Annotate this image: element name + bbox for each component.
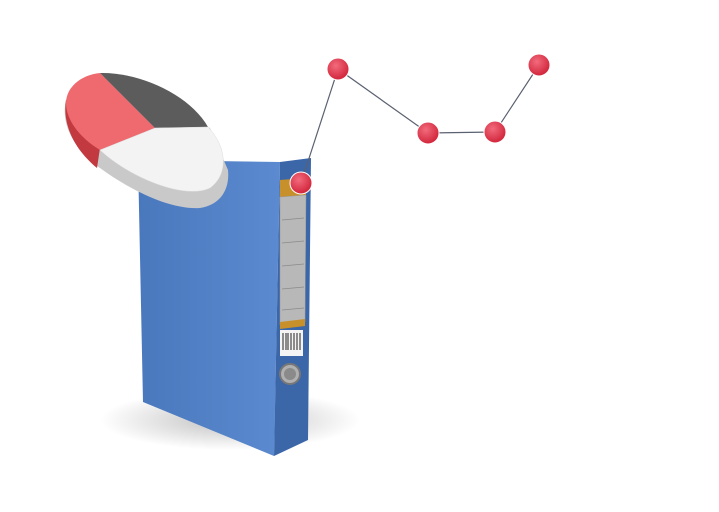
data-point: [289, 171, 313, 195]
data-point: [326, 57, 350, 81]
data-point: [483, 120, 507, 144]
finger-ring-hole: [284, 368, 296, 380]
spine-band-bottom: [280, 319, 305, 329]
pie-chart: [64, 72, 229, 209]
trend-line: [300, 64, 540, 184]
pie-slice-white: [99, 126, 224, 192]
line-chart: [289, 53, 551, 195]
spine-label: [279, 194, 307, 326]
pie-slice-red: [66, 73, 155, 150]
data-point: [527, 53, 551, 77]
pie-slice-dark: [100, 72, 208, 128]
label-lines: [281, 217, 305, 311]
binder-front: [138, 160, 280, 456]
data-point: [416, 121, 440, 145]
barcode-lines: [282, 333, 301, 350]
